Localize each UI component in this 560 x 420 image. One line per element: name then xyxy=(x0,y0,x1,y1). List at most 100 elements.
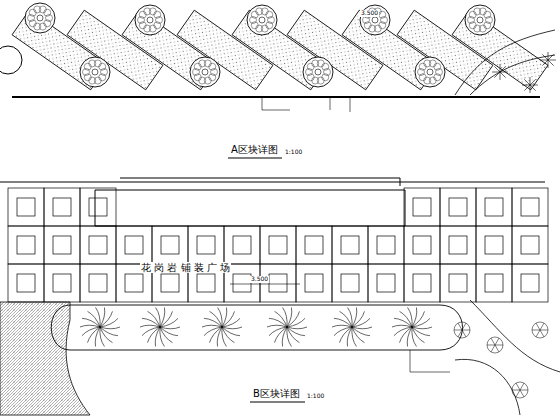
leader-line xyxy=(262,98,350,112)
view-title: A区块详图 xyxy=(230,144,279,155)
tree-symbol xyxy=(25,3,55,33)
scale-note: 1:100 xyxy=(306,393,325,400)
block-a-plan xyxy=(0,3,560,158)
title-underline xyxy=(228,157,282,158)
paving-cell xyxy=(260,264,296,302)
paving-cell xyxy=(368,226,404,264)
scale-note: 1:100 xyxy=(284,149,303,156)
palm-symbol xyxy=(202,308,242,347)
paving-cell xyxy=(440,264,476,302)
paving-inset xyxy=(485,274,503,292)
paving-cell xyxy=(188,226,224,264)
paving-inset xyxy=(233,274,251,292)
shrub-symbol xyxy=(522,77,538,93)
curved-path xyxy=(455,300,560,415)
paving-inset xyxy=(89,236,107,254)
palm-symbol xyxy=(267,308,307,347)
dimension-text: 3.500 xyxy=(360,10,379,17)
paving-inset xyxy=(89,198,107,216)
paving-cell xyxy=(404,264,440,302)
paving-inset xyxy=(341,274,359,292)
paving-cell xyxy=(8,188,44,226)
paving-cell xyxy=(8,264,44,302)
title-underline xyxy=(250,401,305,402)
shrub-symbol xyxy=(487,337,503,353)
paving-inset xyxy=(233,236,251,254)
palm-symbol xyxy=(392,308,432,347)
palm-symbol xyxy=(80,308,120,347)
paving-inset xyxy=(125,236,143,254)
tree-symbol xyxy=(415,57,445,87)
paving-cell xyxy=(116,226,152,264)
paving-cell xyxy=(368,264,404,302)
curved-bed xyxy=(455,30,555,95)
paving-inset xyxy=(521,198,539,216)
paving-inset xyxy=(413,236,431,254)
shrub-symbol xyxy=(454,322,470,338)
paving-inset xyxy=(53,198,71,216)
paving-cell xyxy=(476,264,512,302)
paving-inset xyxy=(197,274,215,292)
tree-symbol xyxy=(190,57,220,87)
paving-cell xyxy=(404,226,440,264)
paving-inset xyxy=(17,236,35,254)
paving-inset xyxy=(125,274,143,292)
shrub-symbol xyxy=(512,382,528,398)
tree-symbol xyxy=(465,5,495,35)
paving-inset xyxy=(377,274,395,292)
paving-cell xyxy=(332,264,368,302)
palm-symbol xyxy=(140,308,180,347)
paving-inset xyxy=(449,198,467,216)
paving-inset xyxy=(53,236,71,254)
paving-inset xyxy=(449,236,467,254)
paving-cell xyxy=(512,226,548,264)
shrub-symbol xyxy=(532,322,548,338)
paving-cell xyxy=(44,264,80,302)
paving-inset xyxy=(521,274,539,292)
paving-cell xyxy=(8,226,44,264)
paving-inset xyxy=(377,236,395,254)
paving-inset xyxy=(53,274,71,292)
planter-band xyxy=(51,305,462,350)
paving-cell xyxy=(296,226,332,264)
paving-cell xyxy=(80,188,116,226)
shrub-symbol xyxy=(540,52,556,68)
paving-inset xyxy=(269,236,287,254)
building-edge xyxy=(0,178,545,226)
paving-inset xyxy=(413,274,431,292)
paving-inset xyxy=(485,236,503,254)
paving-inset xyxy=(17,274,35,292)
paving-cell xyxy=(296,264,332,302)
paving-cell xyxy=(44,226,80,264)
dimension-text: 3.500 xyxy=(250,276,269,283)
paving-cell xyxy=(152,226,188,264)
paving-inset xyxy=(305,236,323,254)
paving-inset xyxy=(521,236,539,254)
paving-inset xyxy=(161,274,179,292)
lawn-area xyxy=(0,302,90,415)
paving-cell xyxy=(332,226,368,264)
paving-cell xyxy=(404,188,440,226)
shrub-symbol xyxy=(492,64,508,80)
tree-symbol xyxy=(303,57,333,87)
base-line xyxy=(12,96,540,98)
area-label: 花 岗 岩 铺 装 广 场 xyxy=(140,262,231,273)
paving-inset xyxy=(413,198,431,216)
view-title: B区块详图 xyxy=(252,388,301,399)
paving-inset xyxy=(17,198,35,216)
paving-inset xyxy=(269,274,287,292)
paving-inset xyxy=(449,274,467,292)
paving-cell xyxy=(440,226,476,264)
tree-symbol xyxy=(247,5,277,35)
dimension-line xyxy=(230,284,450,372)
paving-cell xyxy=(260,226,296,264)
paving-cell xyxy=(80,226,116,264)
paving-cell xyxy=(44,188,80,226)
block-b-plan xyxy=(0,178,560,415)
palm-symbol xyxy=(332,308,372,347)
tree-symbol xyxy=(360,5,390,35)
tree-symbol xyxy=(0,46,22,74)
paving-inset xyxy=(341,236,359,254)
paving-inset xyxy=(161,236,179,254)
